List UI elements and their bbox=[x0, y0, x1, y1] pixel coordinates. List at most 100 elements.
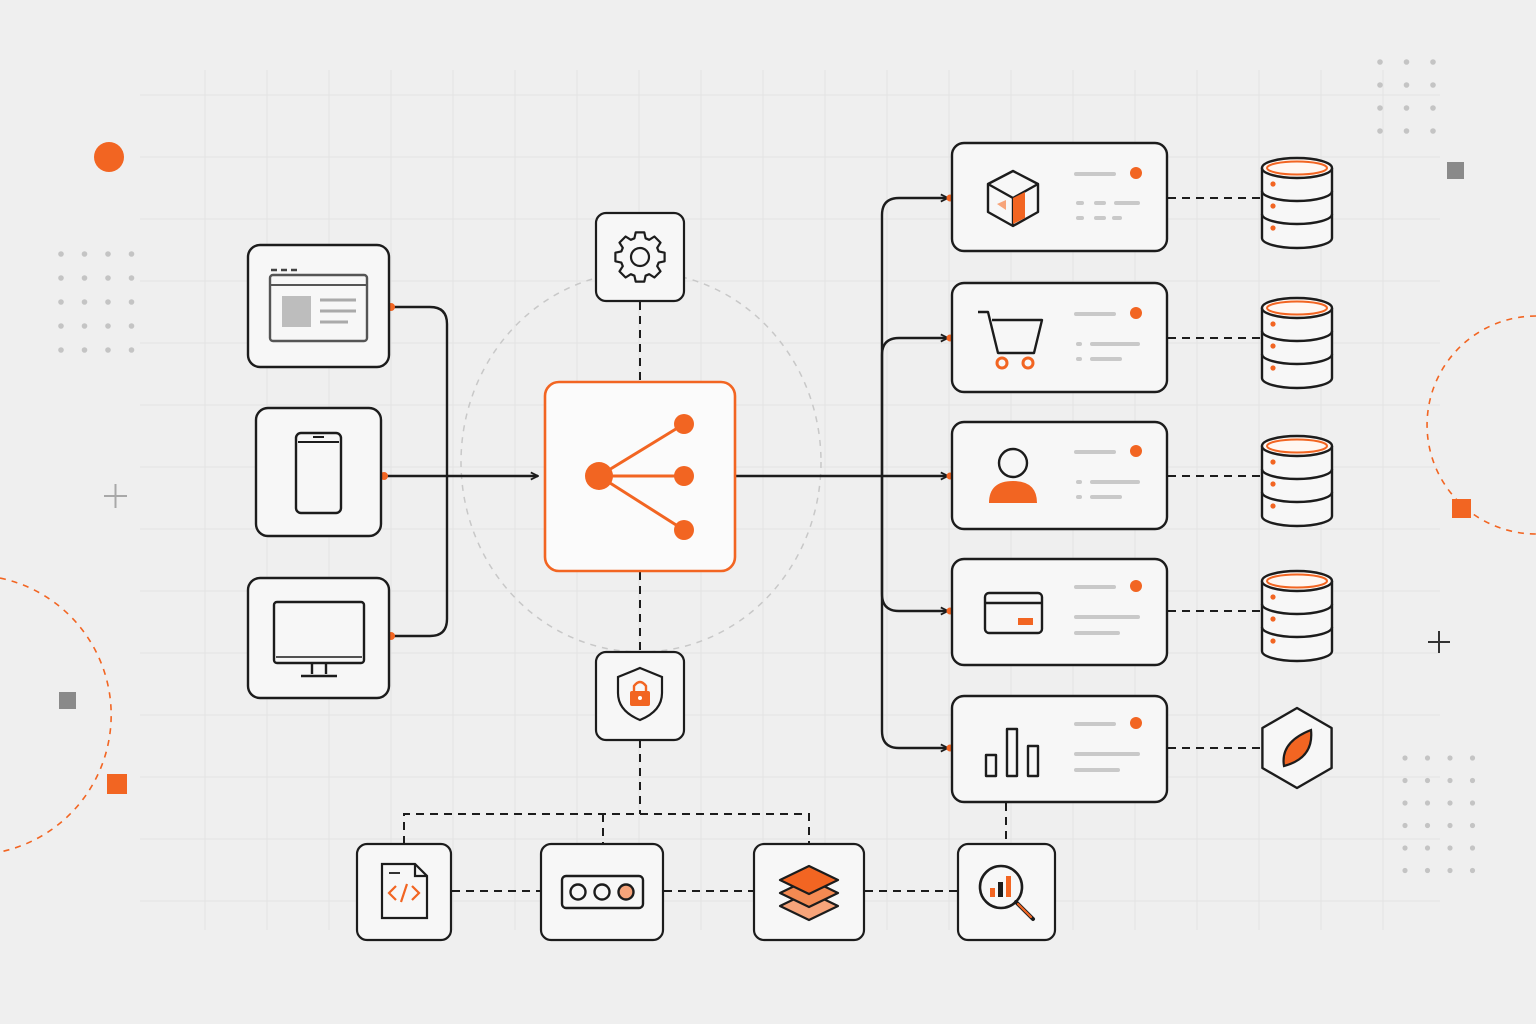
node-browser-window[interactable] bbox=[246, 243, 391, 369]
dashed-links bbox=[403, 197, 1262, 892]
node-settings[interactable] bbox=[594, 211, 686, 303]
decor-dot bbox=[58, 347, 64, 353]
decor-dot bbox=[1430, 105, 1436, 111]
decor-dot-grid-bottom-right bbox=[1402, 755, 1476, 874]
content-placeholder-lines bbox=[1074, 722, 1140, 772]
status-dot bbox=[1130, 307, 1142, 319]
decor-dot bbox=[1402, 822, 1408, 829]
decor-dot bbox=[128, 323, 135, 329]
decor-dot bbox=[58, 275, 64, 281]
decor-dot bbox=[128, 347, 135, 353]
card bbox=[254, 406, 383, 538]
decor-dot bbox=[1430, 128, 1436, 134]
service-list bbox=[950, 141, 1169, 804]
decor-dot bbox=[105, 251, 111, 257]
decor-dot bbox=[1469, 867, 1476, 874]
decor-gray-square bbox=[59, 692, 76, 709]
decor-dot bbox=[1424, 822, 1431, 829]
shopping-cart-icon bbox=[978, 310, 1044, 370]
connector-desktop-to-hub bbox=[391, 476, 449, 638]
decor-dot bbox=[1469, 777, 1476, 784]
decor-dot bbox=[1377, 105, 1383, 111]
decor-dot bbox=[1447, 822, 1453, 829]
card bbox=[539, 842, 665, 942]
decor-dot bbox=[1402, 755, 1408, 761]
database-icon[interactable] bbox=[1260, 434, 1334, 528]
decor-orange-square bbox=[1452, 499, 1471, 518]
node-mobile-phone[interactable] bbox=[254, 406, 383, 538]
card bbox=[594, 211, 686, 303]
decor-dot bbox=[1402, 800, 1408, 806]
decor-dot bbox=[58, 323, 64, 329]
decor-dot-grid-top-right bbox=[1377, 59, 1436, 134]
layers-icon bbox=[778, 864, 840, 922]
node-code-file[interactable] bbox=[355, 842, 453, 942]
smartphone-icon bbox=[294, 431, 343, 515]
decor-dot bbox=[81, 347, 88, 353]
node-analytics-service[interactable] bbox=[950, 694, 1169, 804]
decor-dot bbox=[1424, 755, 1431, 761]
cube-icon bbox=[986, 169, 1040, 228]
decor-orange-dot bbox=[94, 142, 124, 172]
node-package-service[interactable] bbox=[950, 141, 1169, 253]
database-icon[interactable] bbox=[1260, 569, 1334, 663]
connector-to-analytics bbox=[880, 476, 948, 748]
monitor-icon bbox=[272, 600, 366, 678]
decor-dot bbox=[1377, 59, 1383, 65]
magnifier-chart-icon bbox=[978, 864, 1035, 921]
decor-dot bbox=[1469, 845, 1476, 851]
node-desktop-monitor[interactable] bbox=[246, 576, 391, 700]
decor-dot bbox=[105, 275, 111, 281]
browser-window-icon bbox=[268, 268, 369, 343]
status-dot bbox=[1130, 445, 1142, 457]
shield-lock-icon bbox=[616, 666, 664, 722]
node-central-hub[interactable] bbox=[543, 380, 737, 573]
leaf-hexagon-icon[interactable] bbox=[1261, 706, 1333, 790]
decor-dot bbox=[1447, 755, 1453, 761]
status-dot bbox=[1130, 717, 1142, 729]
card bbox=[950, 420, 1169, 531]
node-search-analytics[interactable] bbox=[956, 842, 1057, 942]
code-file-icon bbox=[380, 862, 429, 920]
decor-dot bbox=[81, 251, 88, 257]
decor-dot bbox=[1377, 82, 1383, 88]
gear-icon bbox=[614, 231, 666, 283]
card bbox=[950, 281, 1169, 394]
node-security[interactable] bbox=[594, 650, 686, 742]
content-placeholder-lines bbox=[1074, 450, 1140, 499]
decor-dot bbox=[81, 323, 88, 329]
decor-dot bbox=[1469, 800, 1476, 806]
content-placeholder-lines bbox=[1074, 312, 1140, 361]
decor-dot bbox=[1469, 755, 1476, 761]
node-cart-service[interactable] bbox=[950, 281, 1169, 394]
node-layers[interactable] bbox=[752, 842, 866, 942]
node-user-service[interactable] bbox=[950, 420, 1169, 531]
decor-dot bbox=[1430, 82, 1436, 88]
decor-dot bbox=[58, 251, 64, 257]
database-icon[interactable] bbox=[1260, 156, 1334, 250]
decor-gray-square bbox=[1447, 162, 1464, 179]
node-status-indicator[interactable] bbox=[539, 842, 665, 942]
card bbox=[246, 576, 391, 700]
user-icon bbox=[989, 447, 1037, 503]
decor-dot bbox=[81, 275, 88, 281]
decor-dot bbox=[128, 275, 135, 281]
decor-dot bbox=[1403, 128, 1410, 134]
decor-dot bbox=[128, 299, 135, 305]
link-utility-tree bbox=[403, 813, 810, 844]
decor-dot bbox=[1430, 59, 1436, 65]
connectors bbox=[383, 198, 948, 748]
decor-dot bbox=[1424, 800, 1431, 806]
status-dot bbox=[1130, 167, 1142, 179]
decor-dot bbox=[1402, 867, 1408, 874]
database-icon[interactable] bbox=[1260, 296, 1334, 390]
node-payment-service[interactable] bbox=[950, 557, 1169, 667]
decor-dot bbox=[1402, 845, 1408, 851]
decor-dot bbox=[1424, 845, 1431, 851]
credit-card-icon bbox=[983, 591, 1044, 635]
decor-dot bbox=[105, 323, 111, 329]
decor-dashed-arc-left bbox=[0, 577, 112, 853]
decor-dot bbox=[58, 299, 64, 305]
connector-browser-to-hub bbox=[391, 305, 449, 476]
